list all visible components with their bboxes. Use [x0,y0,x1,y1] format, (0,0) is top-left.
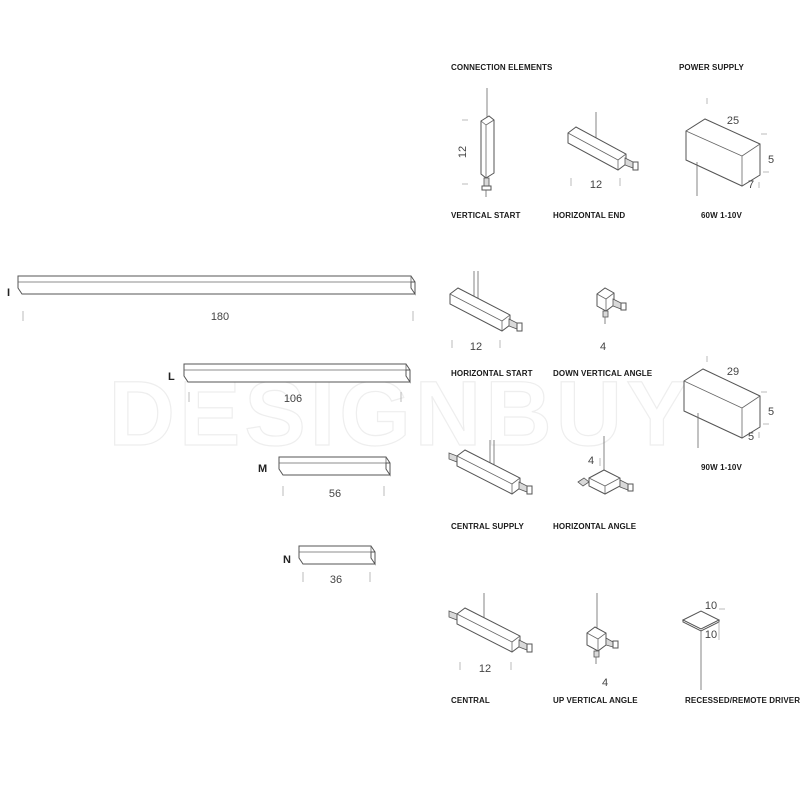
profile-m-size-label: M [258,463,267,475]
power-60w-label: 60W 1-10V [701,211,742,220]
horizontal-angle-element: 4 HORIZONTAL ANGLE [553,436,637,531]
power-60w-depth: 7 [748,179,754,191]
down-vertical-angle-dim: 4 [600,341,606,353]
remote-driver-width: 10 [705,600,717,612]
up-vertical-angle-label: UP VERTICAL ANGLE [553,696,638,705]
profile-l-size-label: L [168,371,175,383]
horizontal-start-element: 12 HORIZONTAL START [449,271,533,378]
profile-l: L 106 [168,363,411,405]
profile-n-length: 36 [330,574,342,586]
profile-l-length: 106 [284,393,302,405]
profile-m-body [278,456,391,476]
vertical-start-element: 12 VERTICAL START [451,88,521,220]
horizontal-angle-label: HORIZONTAL ANGLE [553,522,637,531]
central-dim: 12 [479,663,491,675]
power-90w-height: 5 [768,406,774,418]
horizontal-end-label: HORIZONTAL END [553,211,625,220]
power-60w-length: 25 [727,115,739,127]
connection-elements-heading: CONNECTION ELEMENTS [451,63,553,72]
profile-m: M 56 [258,456,391,500]
central-supply-element: CENTRAL SUPPLY [448,440,533,531]
horizontal-end-dim: 12 [590,179,602,191]
central-label: CENTRAL [451,696,490,705]
remote-driver-depth: 10 [705,629,717,641]
power-90w-length: 29 [727,366,739,378]
power-supply-90w: 29 5 5 90W 1-10V [683,356,774,472]
profile-i: I 180 [7,275,416,323]
central-element: 12 CENTRAL [448,593,533,705]
horizontal-start-dim: 12 [470,341,482,353]
horizontal-angle-dim: 4 [588,455,594,467]
down-vertical-angle-element: 4 DOWN VERTICAL ANGLE [553,287,653,378]
horizontal-end-element: 12 HORIZONTAL END [553,112,639,220]
remote-driver-element: 10 10 RECESSED/REMOTE DRIVER [681,600,800,705]
power-90w-depth: 5 [748,431,754,443]
power-supply-60w: 25 5 7 60W 1-10V [685,98,774,220]
profile-n-size-label: N [283,554,291,566]
profile-i-body [17,275,416,295]
vertical-start-label: VERTICAL START [451,211,521,220]
power-90w-label: 90W 1-10V [701,463,742,472]
down-vertical-angle-label: DOWN VERTICAL ANGLE [553,369,653,378]
up-vertical-angle-element: 4 UP VERTICAL ANGLE [553,593,638,705]
remote-driver-label: RECESSED/REMOTE DRIVER [685,696,800,705]
profile-i-length: 180 [211,311,229,323]
profile-n-body [298,545,376,565]
up-vertical-angle-dim: 4 [602,677,608,689]
profile-n: N 36 [283,545,376,586]
profile-m-length: 56 [329,488,341,500]
central-supply-label: CENTRAL SUPPLY [451,522,525,531]
power-supply-heading: POWER SUPPLY [679,63,744,72]
vertical-start-dim: 12 [457,146,469,158]
profile-l-body [183,363,411,383]
horizontal-start-label: HORIZONTAL START [451,369,533,378]
power-60w-height: 5 [768,154,774,166]
profile-i-size-label: I [7,287,10,299]
